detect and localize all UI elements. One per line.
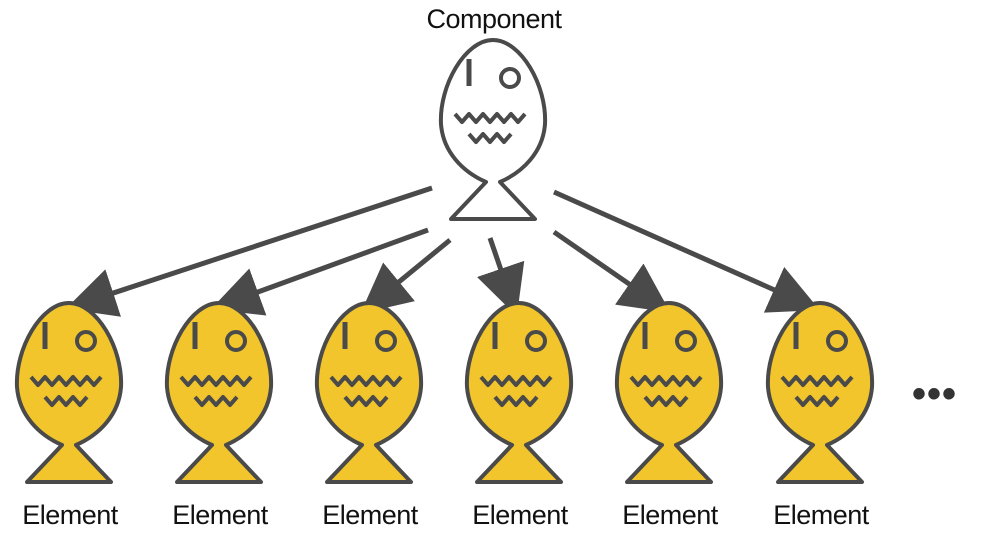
arrow-to-element-5: [552, 229, 671, 313]
element-label-2: Element: [172, 500, 268, 530]
arrow-to-element-3: [360, 238, 452, 314]
element-label-6: Element: [773, 500, 869, 530]
arrow-to-element-1: [65, 185, 433, 317]
element-fish-icon: [14, 301, 124, 484]
element-fish-icon: [614, 301, 724, 484]
element-fish-icon: [765, 301, 875, 484]
arrow-to-element-4: [476, 237, 525, 317]
more-ellipsis: •••: [912, 372, 958, 416]
element-label-5: Element: [622, 500, 718, 530]
element-fish-icon: [164, 301, 274, 484]
arrows: [65, 185, 820, 317]
component-label: Component: [426, 4, 562, 34]
element-label-1: Element: [22, 500, 118, 530]
arrow-to-element-6: [552, 189, 820, 313]
element-fish-icon: [314, 301, 424, 484]
component-fish-icon: [438, 38, 548, 221]
element-label-3: Element: [322, 500, 418, 530]
element-fish-icon: [464, 301, 574, 484]
element-fish-row: [14, 301, 875, 484]
arrow-to-element-2: [210, 227, 429, 316]
element-label-4: Element: [472, 500, 568, 530]
